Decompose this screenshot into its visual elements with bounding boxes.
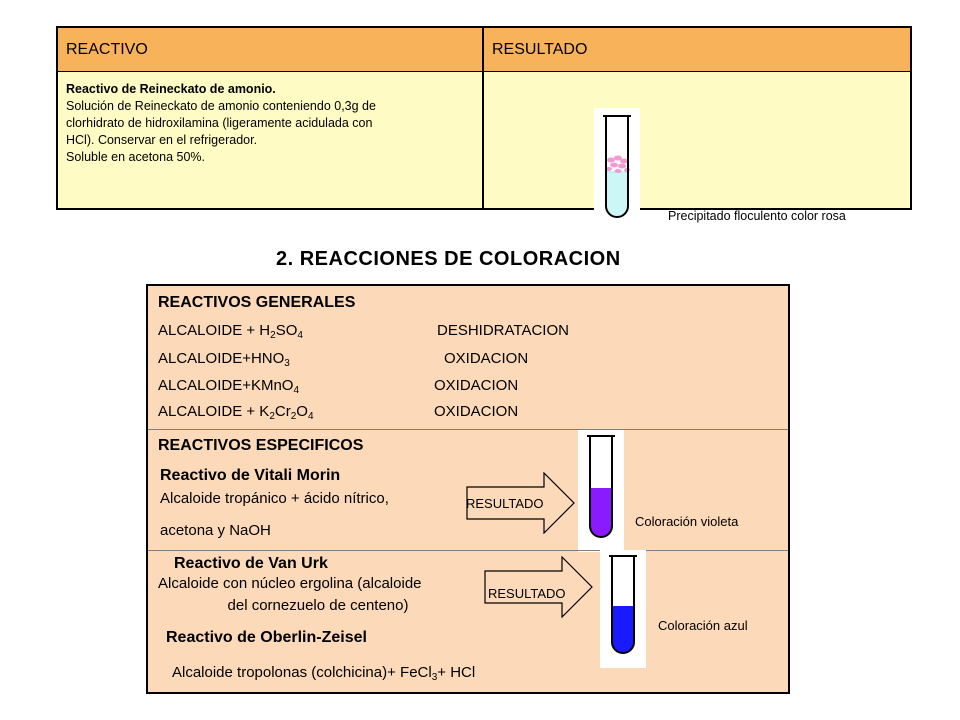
generales-row: ALCALOIDE + K2Cr2O4	[158, 403, 314, 422]
vitali-arrow-label: RESULTADO	[466, 496, 544, 511]
especificos-header: REACTIVOS ESPECIFICOS	[158, 437, 364, 454]
vitali-line: acetona y NaOH	[160, 522, 271, 539]
reactivo-line: clorhidrato de hidroxilamina (ligerament…	[66, 116, 373, 130]
generales-header: REACTIVOS GENERALES	[158, 294, 356, 311]
header-reactivo: REACTIVO	[58, 28, 482, 72]
pink-precipitate-tube-icon	[594, 108, 640, 236]
generales-row: ALCALOIDE+HNO3	[158, 350, 290, 369]
generales-result: OXIDACION	[434, 403, 519, 420]
reactivo-line: Soluble en acetona 50%.	[66, 150, 205, 164]
arrow-right-icon	[484, 556, 593, 618]
reactivo-title: Reactivo de Reineckato de amonio.	[66, 82, 276, 96]
section-divider	[148, 429, 788, 430]
section-divider	[148, 550, 788, 551]
vitali-caption: Coloración violeta	[635, 514, 739, 529]
generales-result: OXIDACION	[434, 377, 519, 394]
oberlin-line: Alcaloide tropolonas (colchicina)+ FeCl3…	[172, 664, 476, 683]
resultado-cell: Precipitado floculento color rosa	[484, 72, 910, 236]
column-divider	[482, 28, 484, 208]
generales-result: OXIDACION	[444, 350, 529, 367]
blue-tube-icon	[600, 550, 646, 668]
section-title: 2. REACCIONES DE COLORACION	[276, 248, 621, 270]
generales-row: ALCALOIDE + H2SO4	[158, 322, 303, 341]
header-resultado: RESULTADO	[484, 28, 910, 72]
van-urk-line: del cornezuelo de centeno)	[227, 597, 409, 614]
vitali-line: Alcaloide tropánico + ácido nítrico,	[160, 490, 389, 507]
reactivo-table: REACTIVO RESULTADO Reactivo de Reineckat…	[56, 26, 912, 236]
generales-row: ALCALOIDE+KMnO4	[158, 377, 300, 396]
reactivo-line: HCl). Conservar en el refrigerador.	[66, 133, 258, 147]
resultado-caption: Precipitado floculento color rosa	[668, 209, 846, 223]
violet-tube-icon	[578, 430, 624, 552]
van-urk-title: Reactivo de Van Urk	[174, 555, 328, 572]
van-urk-line: Alcaloide con núcleo ergolina (alcaloide	[158, 575, 422, 592]
vitali-title: Reactivo de Vitali Morin	[160, 467, 341, 484]
generales-result: DESHIDRATACION	[437, 322, 569, 339]
reactivo-line: Solución de Reineckato de amonio conteni…	[66, 99, 376, 113]
arrow-right-icon	[466, 472, 575, 534]
coloracion-box: REACTIVOS GENERALES ALCALOIDE + H2SO4 DE…	[146, 284, 790, 694]
oberlin-title: Reactivo de Oberlin-Zeisel	[166, 629, 367, 646]
van-urk-arrow-label: RESULTADO	[488, 586, 566, 601]
reactivo-cell: Reactivo de Reineckato de amonio. Soluci…	[58, 72, 482, 208]
van-urk-caption: Coloración azul	[658, 618, 748, 633]
